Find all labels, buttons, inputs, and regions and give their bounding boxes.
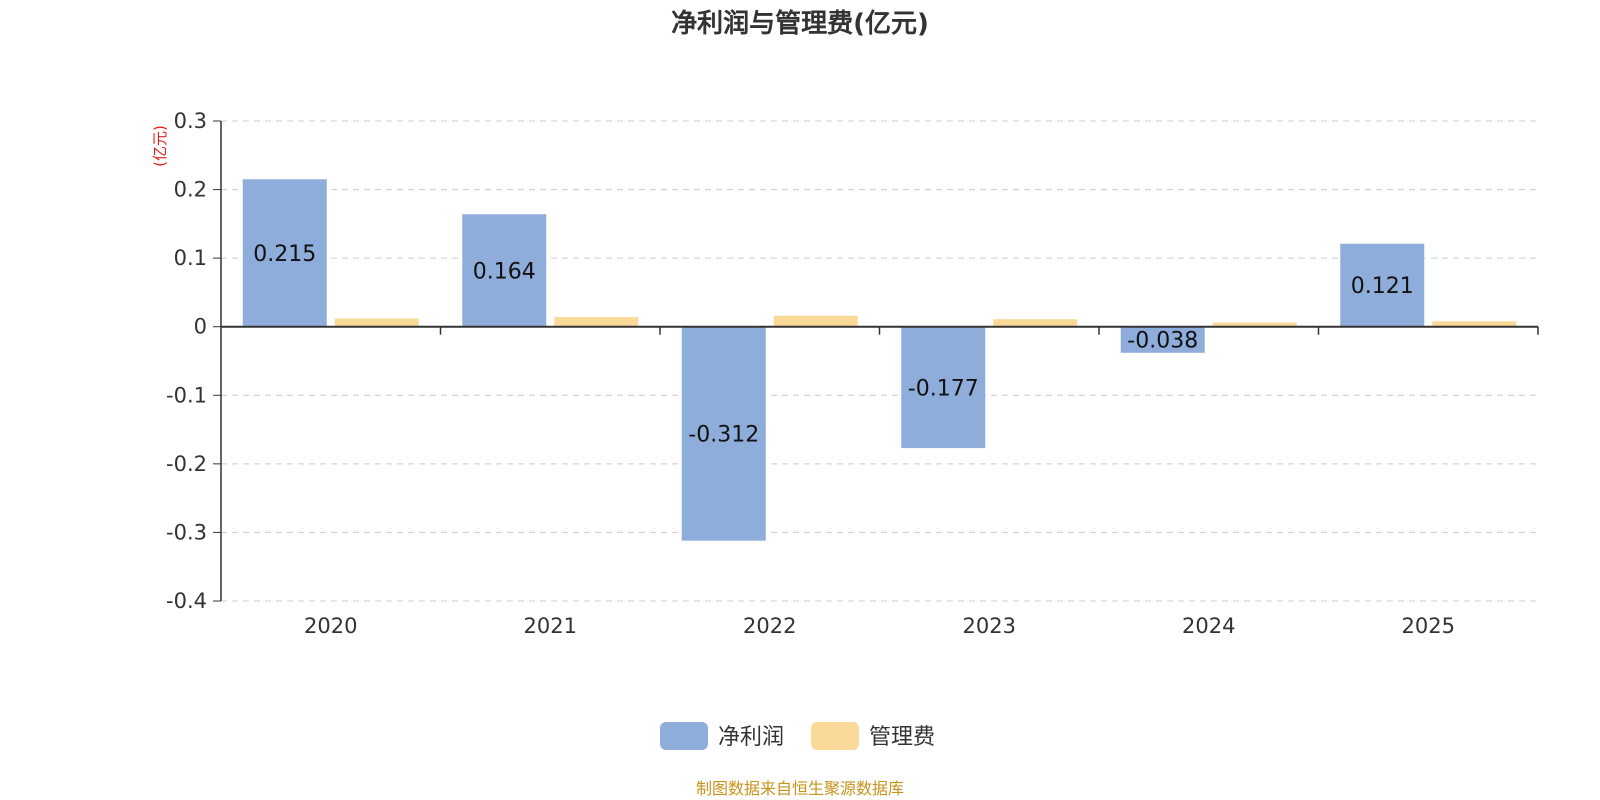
chart-title: 净利润与管理费(亿元) [671,8,929,39]
data-label: 0.121 [1351,274,1414,299]
admin-expense-bar [1432,321,1517,327]
legend-item-admin-expense[interactable]: 管理费 [811,722,935,750]
legend-label: 净利润 [718,725,784,750]
y-tick-label: 0 [194,315,207,339]
x-tick-label: 2025 [1402,614,1455,638]
y-tick-label: 0.3 [174,109,207,133]
net-profit-bar [462,214,547,327]
data-source-note: 制图数据来自恒生聚源数据库 [696,779,904,798]
net-profit-bar [901,326,986,449]
data-label: -0.038 [1127,329,1198,354]
admin-expense-bar [1212,322,1297,327]
legend-item-net-profit[interactable]: 净利润 [660,722,784,750]
data-labels: 0.215 0.164 -0.312 -0.177 -0.038 0.121 [253,242,1413,448]
admin-expense-bar [993,319,1078,327]
data-label: -0.312 [688,423,759,448]
y-axis-unit: (亿元) [151,125,169,167]
data-label: 0.215 [253,242,316,267]
y-tick-label: -0.2 [166,452,207,476]
x-tick-label: 2022 [743,614,796,638]
legend-swatch [811,722,859,750]
x-tick-label: 2024 [1182,614,1235,638]
net-profit-bar [681,326,766,541]
admin-expense-bar [554,317,639,327]
admin-expense-bar [773,315,858,327]
y-tick-label: -0.3 [166,520,207,544]
y-tick-label: 0.2 [174,178,207,202]
data-label: 0.164 [473,259,536,284]
gridlines [221,120,1538,602]
y-tick-label: -0.4 [166,589,207,613]
x-tick-label: 2021 [524,614,577,638]
data-label: -0.177 [908,376,979,401]
legend-swatch [660,722,708,750]
x-tick-label: 2020 [304,614,357,638]
legend-label: 管理费 [869,725,935,750]
x-tick-label: 2023 [963,614,1016,638]
axes: 0.3 0.2 0.1 0 -0.1 -0.2 -0.3 -0.4 2020 2021 2022 20… [166,109,1539,638]
y-tick-label: -0.1 [166,383,207,407]
net-profit-bar [1120,326,1205,353]
legend[interactable]: 净利润 管理费 [660,722,935,750]
admin-expense-bar [334,318,419,327]
net-profit-bar [1340,243,1425,327]
y-tick-label: 0.1 [174,246,207,270]
net-profit-bar [242,179,327,327]
bars [242,179,1517,541]
